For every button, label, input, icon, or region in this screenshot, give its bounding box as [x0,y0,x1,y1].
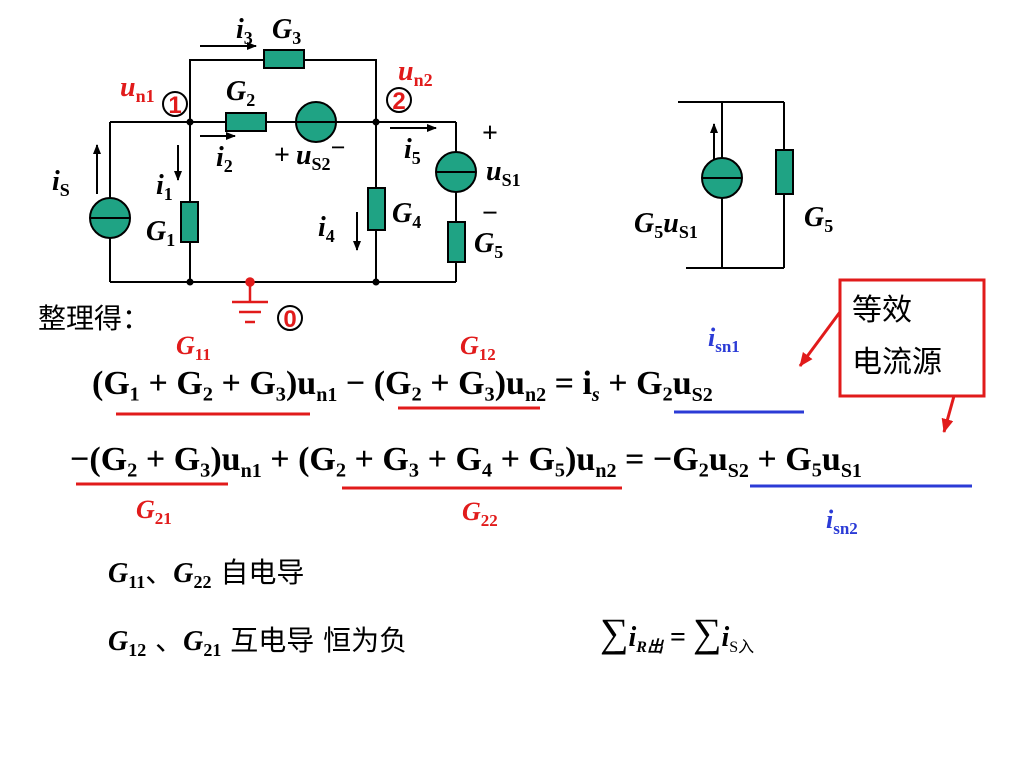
callout-pointer-1 [798,311,842,367]
node-1-number: 1 [168,92,181,119]
label-G2: G2 [226,76,255,110]
label-i4: i4 [318,212,335,246]
label-iS: iS [52,166,70,200]
annot-G21: G21 [136,495,172,528]
label-i5: i5 [404,134,421,168]
resistor-G2 [225,112,267,132]
label-sorted: 整理得： [38,302,150,335]
equation-1: (G₁ + G₂ + G₃)un1 − (G₂ + G₃)un2 = is + … [92,365,713,406]
annot-G12: G12 [460,331,496,364]
resistor-G1 [180,201,199,243]
annot-G11: G11 [176,331,211,364]
equation-2: −(G₂ + G₃)un1 + (G₂ + G₃ + G₄ + G₅)un2 =… [70,441,862,482]
resistor-G4 [367,187,386,231]
node-1-marker [162,91,188,117]
current-arrows [93,42,437,251]
node-markers [162,87,412,331]
equation-underlines [76,406,972,490]
label-G4: G4 [392,198,421,232]
label-un1: un1 [120,72,155,106]
callout-text-2: 电流源 [852,345,942,380]
callout-box [838,278,986,398]
circuit-elements [89,49,477,263]
annot-isn2: isn2 [826,505,858,538]
junction-dots [186,118,380,286]
resistor-G3 [263,49,305,69]
node-2-marker [386,87,412,113]
node-0-number: 0 [283,306,296,333]
equivalent-source-elements [701,149,794,199]
label-G5uS1: G5uS1 [634,208,698,242]
source-symbols [90,121,476,219]
equiv-resistor-G5 [775,149,794,195]
label-equiv-G5: G5 [804,202,833,236]
callout-text-1: 等效 [852,293,912,328]
note-kcl-formula: ∑iR出 = ∑iS入 [600,610,754,656]
resistor-G5 [447,221,466,263]
label-uS1-minus: − [482,198,498,229]
label-uS1: uS1 [486,156,521,190]
note-self-conductance: G11、G22 自电导 [108,556,304,592]
ground-symbol [232,277,268,324]
label-i2: i2 [216,142,233,176]
label-uS2: +uS2− [274,133,345,174]
note-mutual-conductance: G12 、G21 互电导 恒为负 [108,624,407,660]
node-2-number: 2 [392,88,405,115]
node-0-marker [277,305,303,331]
label-un2: un2 [398,56,433,90]
label-G1: G1 [146,216,175,250]
label-G5: G5 [474,228,503,262]
callout-pointer-2 [941,395,956,433]
annot-G22: G22 [462,497,498,530]
label-uS1-plus: + [482,118,498,149]
annot-isn1: isn1 [708,323,740,356]
label-i1: i1 [156,170,173,204]
label-G3: G3 [272,14,301,48]
label-i3: i3 [236,14,253,48]
